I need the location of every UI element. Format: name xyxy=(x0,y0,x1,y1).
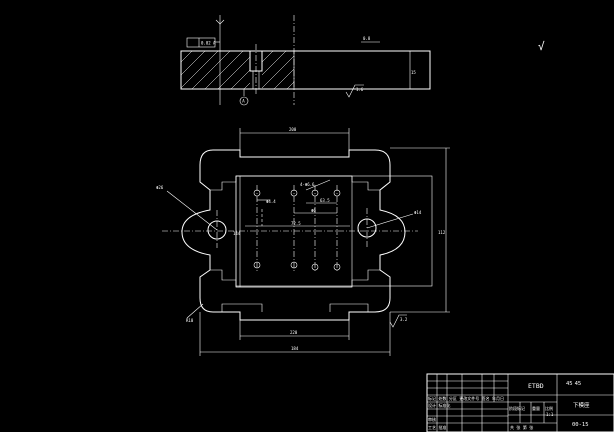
title-row-1: 标记 处数 分区 更改文件号 签名 年月日 xyxy=(428,395,504,401)
roughness-symbol: √ xyxy=(538,40,545,53)
part-name-text: 下模座 xyxy=(573,401,590,409)
top-width-text: 200 xyxy=(289,127,297,132)
small-hole-pattern xyxy=(253,185,341,273)
scale-label: 比例 xyxy=(545,405,553,411)
corner-dim: R10 xyxy=(186,318,194,323)
title-row-4: 工艺 批准 xyxy=(428,424,446,430)
mid-dim-c: Φ6 xyxy=(311,208,316,213)
small-hole-dim: Φ4.4 xyxy=(266,199,276,204)
bottom-width-inner: 220 xyxy=(290,330,298,335)
height-dim-text: 15 xyxy=(411,70,416,75)
top-note-text: 0.8 xyxy=(363,36,371,41)
left-height-dim: 144 xyxy=(233,231,241,236)
datum-label: A xyxy=(242,99,245,104)
material-value: 45 xyxy=(575,381,582,387)
center-dim: 72.5 xyxy=(291,221,301,226)
right-height-dim: 112 xyxy=(438,230,446,235)
stage-label: 阶段标记 xyxy=(509,405,525,411)
part-no-text: 00-15 xyxy=(572,422,589,428)
plan-view: 200 Φ26 Φ14 xyxy=(156,127,450,356)
title-row-2: 设计 标准化 xyxy=(428,402,450,408)
company-text: ETBD xyxy=(528,382,544,390)
roughness-text-1: 1.6 xyxy=(356,87,364,92)
sheet-row: 共 张 第 张 xyxy=(510,424,533,430)
datum-a-symbol: A xyxy=(239,89,249,106)
material-prefix: 45 xyxy=(566,381,573,387)
mid-dim-b: 63.5 xyxy=(320,198,330,203)
scale-text: 1:1 xyxy=(546,412,554,417)
title-row-3: 审核 xyxy=(428,416,436,422)
tolerance-text: 0.02 A xyxy=(201,41,216,46)
bottom-width-outer: 184 xyxy=(291,346,299,351)
hole-right-dim: Φ14 xyxy=(414,210,422,215)
roughness-text-2: 3.2 xyxy=(400,317,408,322)
section-hatching xyxy=(180,50,295,90)
section-view: 0.02 A A 15 0.8 1.6 xyxy=(180,15,431,106)
hole-left-dim: Φ26 xyxy=(156,185,164,190)
geometric-tolerance-frame: 0.02 A xyxy=(186,37,220,48)
hole-count-dim: 4-Φ6.6 xyxy=(300,182,315,187)
weight-label: 重量 xyxy=(532,405,540,411)
